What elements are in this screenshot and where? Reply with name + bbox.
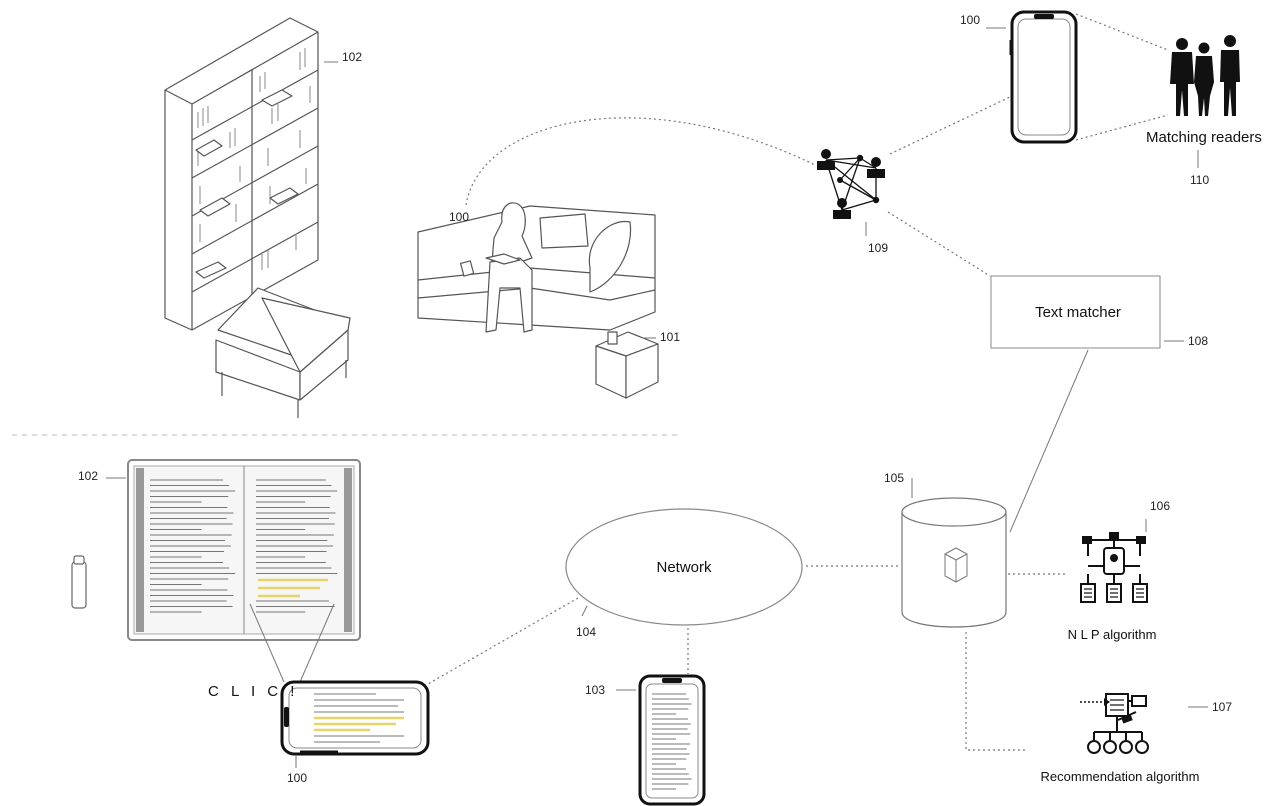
ref-100-reader: 100 <box>449 210 469 224</box>
recommendation-algorithm-icon <box>1080 693 1149 754</box>
bottom-phone-landscape <box>280 680 430 756</box>
portrait-phone <box>638 674 706 806</box>
ref-108: 108 <box>1188 334 1208 348</box>
label-text-matcher: Text matcher <box>1035 304 1121 321</box>
label-matching-readers: Matching readers <box>1146 129 1262 146</box>
bookshelf-illustration <box>164 17 351 418</box>
ref-106: 106 <box>1150 499 1170 513</box>
reader-to-network-link <box>465 117 816 206</box>
reader-network-icon <box>817 149 885 219</box>
label-clic: C L I C ! <box>208 683 298 700</box>
reader-on-sofa-illustration <box>417 202 659 399</box>
matching-readers-silhouettes <box>1170 35 1240 116</box>
database-cylinder <box>901 497 1007 628</box>
text-matcher-box <box>990 275 1161 349</box>
ref-102-bottom: 102 <box>78 469 98 483</box>
top-phone <box>1009 10 1078 144</box>
ref-103: 103 <box>585 683 605 697</box>
label-recommendation-algorithm: Recommendation algorithm <box>1041 769 1200 784</box>
ref-109: 109 <box>868 241 888 255</box>
nlp-algorithm-icon <box>1080 519 1148 603</box>
ref-104: 104 <box>576 625 596 639</box>
network-ellipse <box>565 508 803 626</box>
ref-102-top: 102 <box>342 50 362 64</box>
ref-110: 110 <box>1190 173 1209 187</box>
open-book-tablet <box>127 459 361 641</box>
pen-illustration <box>71 555 87 609</box>
ref-105: 105 <box>884 471 904 485</box>
label-network: Network <box>656 559 712 576</box>
label-nlp-algorithm: N L P algorithm <box>1068 627 1157 642</box>
ref-107: 107 <box>1212 700 1232 714</box>
ref-100-bottom: 100 <box>287 771 307 785</box>
ref-101: 101 <box>660 330 680 344</box>
ref-100-top: 100 <box>960 13 980 27</box>
